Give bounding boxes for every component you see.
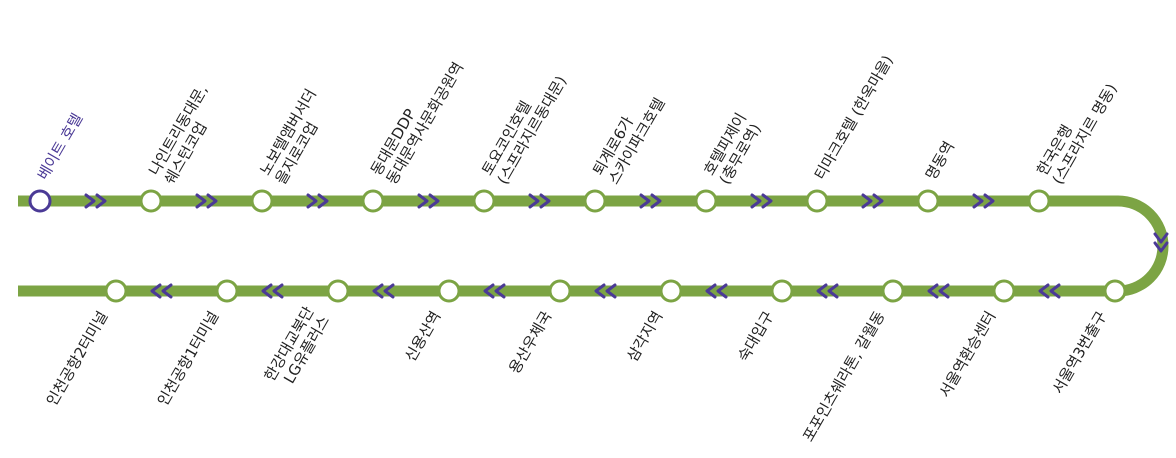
chevron-right-icon — [972, 193, 995, 209]
stations — [28, 189, 1127, 303]
station-label: 용산우체국 — [505, 308, 555, 377]
station-label: 신용산역 — [401, 308, 444, 365]
chevron-left-icon — [927, 283, 950, 299]
chevron-right-icon — [306, 193, 329, 209]
station-label: 퇴계로6가스카이파크호텔 — [589, 86, 668, 188]
station-marker — [437, 279, 461, 303]
route-line — [18, 195, 1169, 297]
station-label-line: 삼각지역 — [623, 308, 666, 365]
chevron-left-icon — [150, 283, 173, 299]
chevron-left-icon — [372, 283, 395, 299]
station-label: 숙대입구 — [734, 308, 777, 365]
station-label: 한국은행(스프라지르 명동) — [1033, 72, 1121, 188]
station-marker — [104, 279, 128, 303]
current-station-marker — [28, 189, 52, 213]
station-marker — [583, 189, 607, 213]
station-marker — [1103, 279, 1127, 303]
station-label-line: 티마크호텔 (한옥마을) — [811, 52, 897, 183]
station-label-line: 신용산역 — [401, 308, 444, 365]
chevron-right-icon — [639, 193, 662, 209]
station-label: 호텔피제이(충무로역) — [700, 110, 766, 188]
station-marker — [250, 189, 274, 213]
station-label: 동대문DDP동대문역사문화공원역 — [367, 50, 467, 188]
station-label: 토요코인호텔(스프라지르동대문) — [478, 64, 570, 188]
chevron-left-icon — [816, 283, 839, 299]
station-marker — [659, 279, 683, 303]
station-label: 나인트리동대문,쉐스턴코업 — [145, 82, 227, 188]
chevron-right-icon — [195, 193, 218, 209]
station-label: 인천공항2터미널 — [43, 308, 112, 409]
station-marker — [326, 279, 350, 303]
station-marker — [1027, 189, 1051, 213]
station-marker — [805, 189, 829, 213]
station-label: 삼각지역 — [623, 308, 666, 365]
station-label-line: 서울역환승센터 — [936, 308, 1000, 401]
station-label-line: 명동역 — [922, 138, 958, 183]
chevron-right-icon — [84, 193, 107, 209]
station-label: 노보텔앰버서더을지로코업 — [256, 86, 335, 188]
station-label-line: 용산우체국 — [505, 308, 555, 377]
chevron-left-icon — [1038, 283, 1061, 299]
station-label: 티마크호텔 (한옥마을) — [811, 52, 897, 183]
chevron-right-icon — [750, 193, 773, 209]
chevron-right-icon — [861, 193, 884, 209]
station-label-line: 베이트 호텔 — [34, 110, 86, 183]
station-marker — [361, 189, 385, 213]
station-label-line: 인천공항2터미널 — [43, 308, 112, 409]
station-label-line: 숙대입구 — [734, 308, 777, 365]
station-marker — [472, 189, 496, 213]
station-label: 인천공항1터미널 — [154, 308, 223, 409]
station-label-line: 서울역3번출구 — [1049, 308, 1111, 397]
chevron-left-icon — [261, 283, 284, 299]
route-path — [18, 195, 1169, 297]
station-labels: 베이트 호텔 나인트리동대문,쉐스턴코업 노보텔앰버서더을지로코업 동대문DDP동대문… — [34, 50, 1121, 445]
station-marker — [548, 279, 572, 303]
station-label: 서울역3번출구 — [1049, 308, 1111, 397]
station-marker — [694, 189, 718, 213]
station-label-line: 인천공항1터미널 — [154, 308, 223, 409]
station-marker — [916, 189, 940, 213]
chevron-left-icon — [594, 283, 617, 299]
chevron-right-icon — [528, 193, 551, 209]
station-label: 한강대교북단LG유플러스 — [261, 303, 334, 393]
station-label: 포포인츠쉐라톤, 갈월동 — [799, 308, 888, 445]
station-marker — [881, 279, 905, 303]
station-marker — [215, 279, 239, 303]
station-label-line: 포포인츠쉐라톤, 갈월동 — [799, 308, 888, 445]
current-station-label: 베이트 호텔 — [34, 110, 86, 183]
direction-arrows — [84, 193, 1169, 299]
station-marker — [139, 189, 163, 213]
station-label: 서울역환승센터 — [936, 308, 1000, 401]
chevron-left-icon — [705, 283, 728, 299]
station-marker — [770, 279, 794, 303]
chevron-down-icon — [1153, 232, 1169, 253]
station-label: 명동역 — [922, 138, 958, 183]
chevron-right-icon — [417, 193, 440, 209]
station-marker — [992, 279, 1016, 303]
chevron-left-icon — [483, 283, 506, 299]
